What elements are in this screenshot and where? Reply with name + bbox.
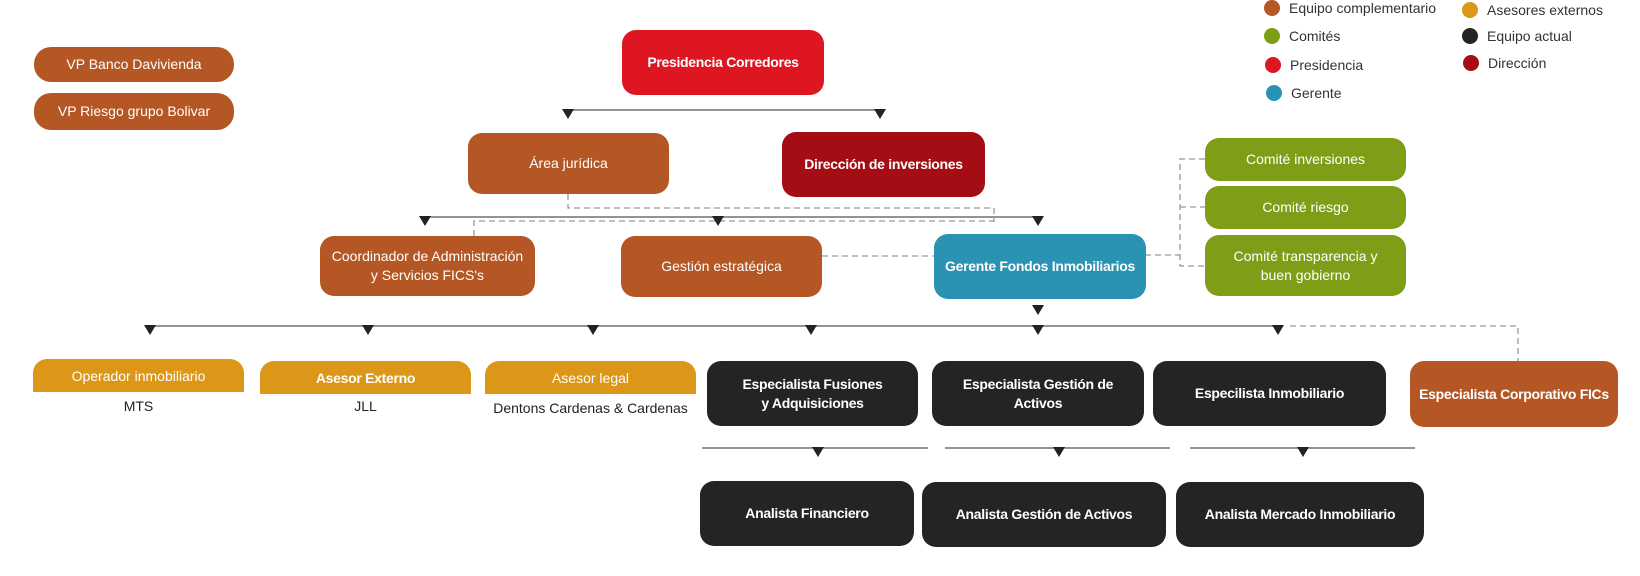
arrow-icon (419, 216, 431, 226)
legend-item: Gerente (1266, 85, 1342, 101)
dashed-juridica-link (567, 194, 995, 222)
asesor-externo-name: JLL (354, 398, 377, 414)
especialista-gestion-activos-box: Especialista Gestión de Activos (932, 361, 1144, 426)
analista-financiero-box: Analista Financiero (700, 481, 914, 546)
especialista-corporativo-box: Especialista Corporativo FICs (1410, 361, 1618, 427)
legend-dot-icon (1265, 57, 1281, 73)
arrow-icon (812, 447, 824, 457)
arrow-icon (805, 325, 817, 335)
arrow-icon (1053, 447, 1065, 457)
especialista-fusiones-box: Especialista Fusiones y Adquisiciones (707, 361, 918, 426)
analista-mercado-inmobiliario-box: Analista Mercado Inmobiliario (1176, 482, 1424, 547)
comite-transparencia-box: Comité transparencia y buen gobierno (1205, 235, 1406, 296)
operador-inmobiliario-name: MTS (123, 398, 154, 414)
legend-item: Asesores externos (1462, 2, 1603, 18)
legend-dot-icon (1266, 85, 1282, 101)
arrow-icon (1272, 325, 1284, 335)
dashed-coordinador-link (473, 220, 994, 236)
dashed-comites-bracket (1179, 158, 1205, 267)
area-juridica-box: Área jurídica (468, 133, 669, 194)
legend-dot-icon (1462, 28, 1478, 44)
arrow-icon (144, 325, 156, 335)
gerente-fondos-inmobiliarios-box: Gerente Fondos Inmobiliarios (934, 234, 1146, 299)
arrow-icon (712, 216, 724, 226)
legend-item: Presidencia (1265, 57, 1363, 73)
presidencia-corredores-box: Presidencia Corredores (622, 30, 824, 95)
arrow-icon (1297, 447, 1309, 457)
dashed-corporativo-link (1290, 325, 1519, 362)
comite-inversiones-box: Comité inversiones (1205, 138, 1406, 181)
arrow-icon (874, 109, 886, 119)
coordinador-administracion-box: Coordinador de Administración y Servicio… (320, 236, 535, 296)
vp-riesgo-bolivar-box: VP Riesgo grupo Bolivar (34, 93, 234, 130)
legend-dot-icon (1264, 28, 1280, 44)
asesor-legal-header: Asesor legal (485, 361, 696, 394)
direccion-inversiones-box: Dirección de inversiones (782, 132, 985, 197)
vp-banco-davivienda-box: VP Banco Davivienda (34, 47, 234, 82)
comite-riesgo-box: Comité riesgo (1205, 186, 1406, 229)
arrow-icon (1032, 305, 1044, 315)
arrow-icon (1032, 325, 1044, 335)
arrow-icon (562, 109, 574, 119)
legend-item: Equipo actual (1462, 28, 1572, 44)
arrow-icon (1032, 216, 1044, 226)
legend-dot-icon (1463, 55, 1479, 71)
asesor-externo-header: Asesor Externo (260, 361, 471, 394)
arrow-icon (587, 325, 599, 335)
legend-item: Dirección (1463, 55, 1546, 71)
especialista-inmobiliario-box: Especilista Inmobiliario (1153, 361, 1386, 426)
legend-dot-icon (1462, 2, 1478, 18)
legend-item: Comités (1264, 28, 1340, 44)
legend-dot-icon (1264, 0, 1280, 16)
legend-item: Equipo complementario (1264, 0, 1436, 16)
arrow-icon (362, 325, 374, 335)
analista-gestion-activos-box: Analista Gestión de Activos (922, 482, 1166, 547)
operador-inmobiliario-header: Operador inmobiliario (33, 359, 244, 392)
gestion-estrategica-box: Gestión estratégica (621, 236, 822, 297)
asesor-legal-name: Dentons Cardenas & Cardenas (493, 400, 688, 416)
